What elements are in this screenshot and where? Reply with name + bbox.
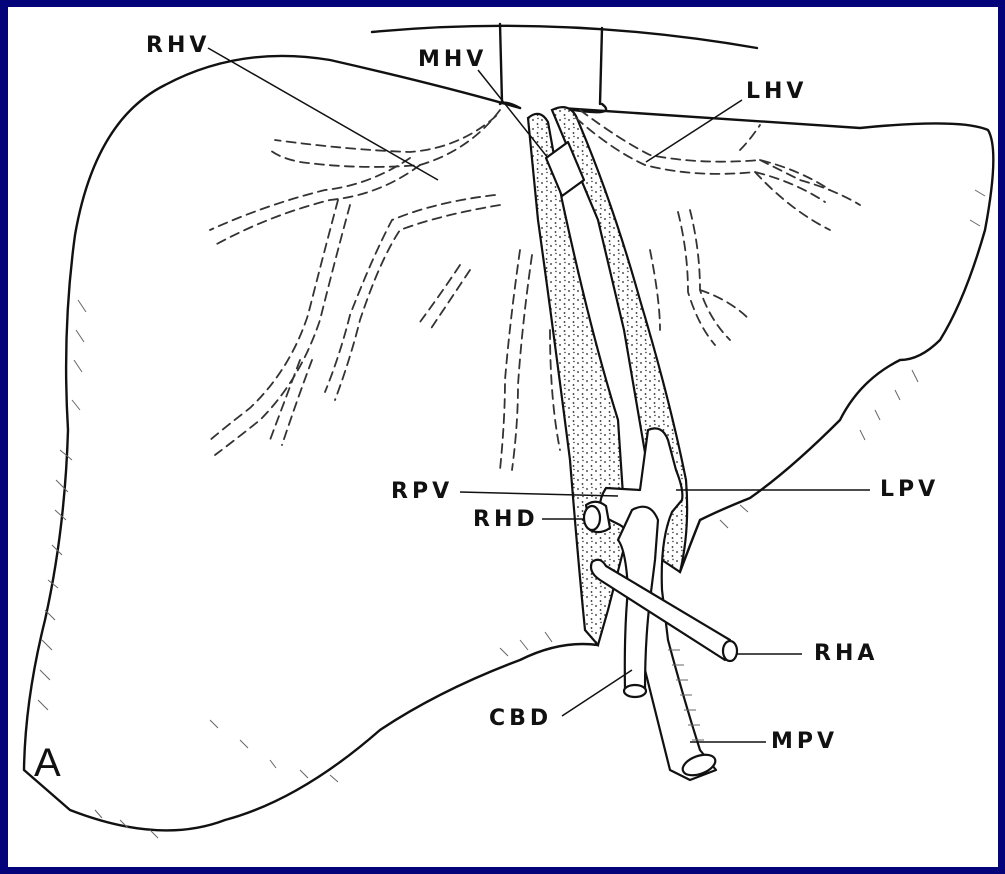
- label-lpv: LPV: [880, 479, 939, 501]
- diagram-canvas: RHV MHV LHV RPV LPV RHD RHA CBD MPV A: [8, 7, 998, 867]
- label-lhv: LHV: [746, 81, 807, 103]
- label-cbd: CBD: [489, 708, 552, 730]
- label-rhv: RHV: [146, 35, 210, 57]
- label-rhd: RHD: [473, 509, 539, 531]
- panel-letter: A: [34, 743, 61, 783]
- label-rpv: RPV: [391, 481, 453, 503]
- right-hepatic-duct: [584, 502, 610, 532]
- label-mpv: MPV: [771, 731, 838, 753]
- label-mhv: MHV: [418, 49, 487, 71]
- label-rha: RHA: [814, 643, 878, 665]
- right-hepatic-vein-branches: [210, 110, 560, 470]
